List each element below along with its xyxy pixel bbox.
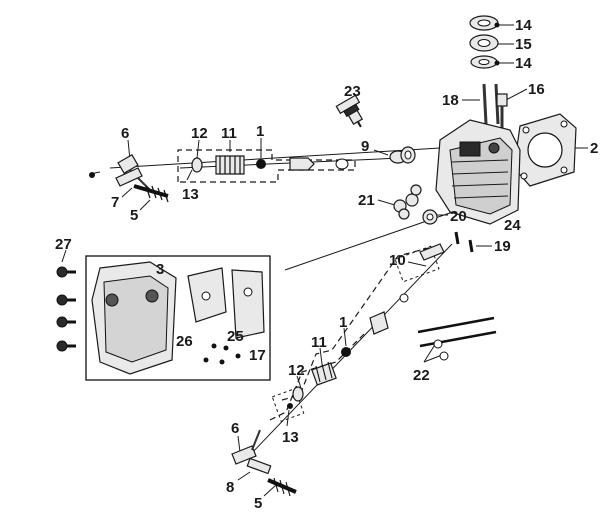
callout-5-upper: 5 — [130, 207, 138, 224]
studs — [482, 83, 508, 130]
nut-20 — [422, 209, 438, 225]
valve-cover-inset — [85, 255, 271, 381]
callout-18: 18 — [442, 92, 459, 109]
intake-flanges — [469, 15, 500, 69]
callout-17: 17 — [249, 347, 266, 364]
callout-27: 27 — [55, 236, 72, 253]
callout-1-lower: 1 — [339, 314, 347, 331]
callout-8: 8 — [226, 479, 234, 496]
callout-24: 24 — [504, 217, 521, 234]
callout-19: 19 — [494, 238, 511, 255]
callout-12-lower: 12 — [288, 362, 305, 379]
callout-11-lower: 11 — [311, 334, 327, 351]
long-bolts-22 — [417, 316, 497, 361]
cylinder-head — [435, 119, 521, 225]
callout-23: 23 — [344, 83, 361, 100]
callout-6-lower: 6 — [231, 420, 239, 437]
head-gasket — [513, 113, 577, 187]
upper-valve-parts — [191, 155, 349, 175]
callout-3: 3 — [156, 261, 164, 278]
lower-valve-parts — [287, 243, 445, 409]
callout-14-bottom: 14 — [515, 55, 532, 72]
callout-12-upper: 12 — [191, 125, 208, 142]
callout-20: 20 — [450, 208, 467, 225]
callout-22: 22 — [413, 367, 430, 384]
callout-9: 9 — [361, 138, 369, 155]
callout-10: 10 — [389, 252, 406, 269]
bolts-27 — [56, 266, 76, 352]
callout-14-top: 14 — [515, 17, 532, 34]
callout-25: 25 — [227, 328, 244, 345]
lower-rocker-arm — [231, 429, 297, 497]
callout-13-lower: 13 — [282, 429, 299, 446]
callout-15: 15 — [515, 36, 532, 53]
callout-21: 21 — [358, 192, 375, 209]
callout-11-upper: 11 — [221, 125, 237, 142]
valve-guide-9 — [389, 146, 416, 164]
callout-5-lower: 5 — [254, 495, 262, 512]
callout-13-upper: 13 — [182, 186, 199, 203]
spark-plug — [335, 94, 364, 128]
washers-21 — [393, 184, 422, 220]
upper-rocker-arm — [89, 153, 169, 203]
callout-16: 16 — [528, 81, 545, 98]
callout-26: 26 — [176, 333, 193, 350]
callout-7: 7 — [111, 194, 119, 211]
callout-6-upper: 6 — [121, 125, 129, 142]
callout-labels: 14 15 14 16 18 23 2 6 12 11 1 9 13 7 5 2… — [55, 17, 598, 512]
callout-2: 2 — [590, 140, 598, 157]
stud-19 — [454, 231, 474, 253]
callout-1-upper: 1 — [256, 123, 264, 140]
